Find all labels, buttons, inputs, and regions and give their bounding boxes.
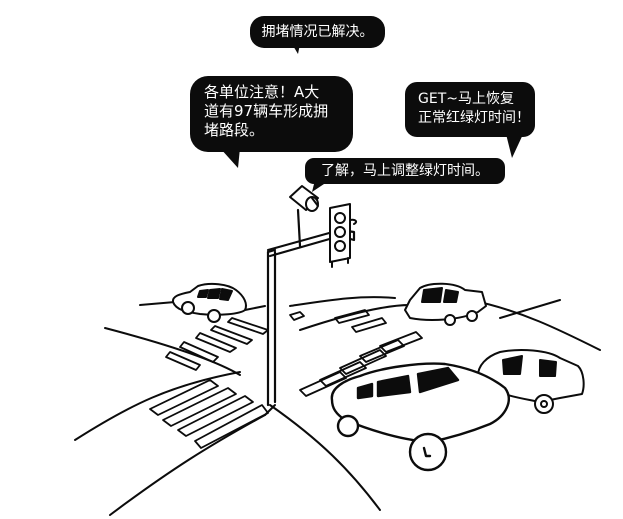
speech-bubble-get: GET~马上恢复 正常红绿灯时间！ (405, 82, 535, 137)
bubble-text: GET~马上恢复 (418, 91, 514, 107)
bubble-text: 正常红绿灯时间！ (418, 110, 530, 126)
car-left (171, 282, 247, 323)
car-right-back (404, 282, 487, 326)
bubble-text: 堵路段。 (204, 121, 265, 139)
speech-bubble-ack: 了解，马上调整绿灯时间。 (305, 158, 505, 184)
crosswalk-right (289, 309, 423, 397)
bubble-text: 拥堵情况已解决。 (261, 24, 374, 40)
crosswalk-left (149, 317, 269, 449)
car-front-large (330, 362, 510, 472)
bubble-text: 道有97辆车形成拥 (204, 102, 329, 120)
bubble-text: 各单位注意！A大 (204, 83, 320, 101)
traffic-light (329, 203, 358, 268)
speech-bubble-alert: 各单位注意！A大 道有97辆车形成拥 堵路段。 (190, 76, 353, 152)
surveillance-camera (289, 185, 319, 212)
signal-pole (266, 208, 356, 407)
road-lines (74, 296, 601, 516)
bubble-text: 了解，马上调整绿灯时间。 (321, 163, 489, 179)
speech-bubble-resolved: 拥堵情况已解决。 (250, 16, 385, 48)
